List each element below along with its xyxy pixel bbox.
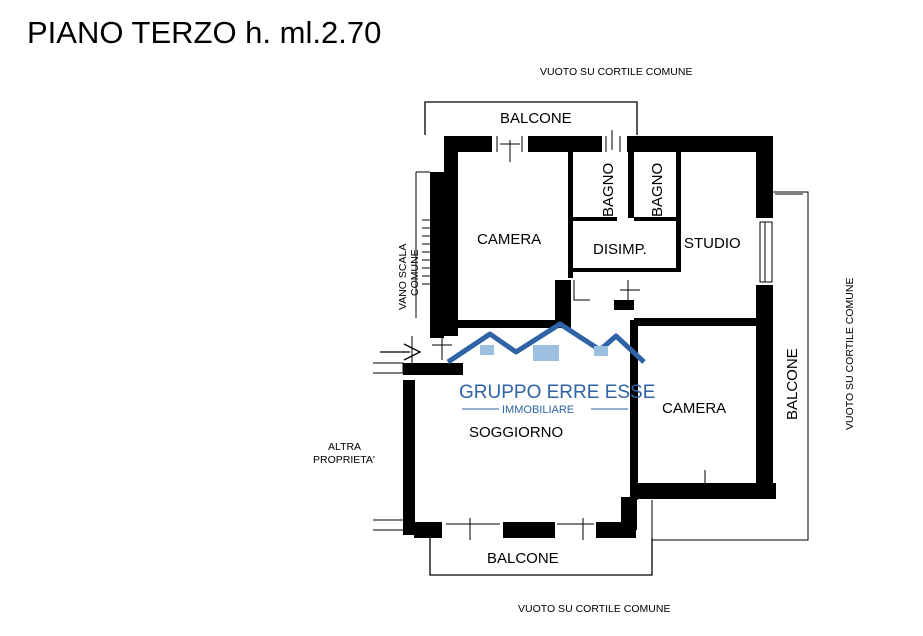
plan-title: PIANO TERZO h. ml.2.70 [27, 15, 381, 50]
room-label-soggiorno: SOGGIORNO [469, 424, 563, 441]
entrance-arrow-icon [380, 343, 422, 361]
outer-walls [373, 101, 809, 576]
logo-name: GRUPPO ERRE ESSE [459, 382, 655, 403]
room-label-camera-2: CAMERA [662, 400, 726, 417]
room-label-bagno-2: BAGNO [649, 163, 666, 217]
logo-sub: IMMOBILIARE [502, 404, 574, 416]
room-label-bagno-1: BAGNO [600, 163, 617, 217]
vuoto-right-label: VUOTO SU CORTILE COMUNE [844, 278, 856, 430]
vuoto-bottom-label: VUOTO SU CORTILE COMUNE [518, 603, 670, 615]
room-label-studio: STUDIO [684, 235, 741, 252]
room-label-balcone-bottom: BALCONE [487, 550, 559, 567]
company-logo: GRUPPO ERRE ESSE IMMOBILIARE [446, 321, 655, 416]
vano-scala-label: VANO SCALA [397, 244, 409, 310]
vano-scala-comune-label: COMUNE [409, 249, 421, 296]
room-label-balcone-right: BALCONE [784, 348, 801, 420]
altra-proprieta-label: PROPRIETA' [313, 454, 375, 466]
room-label-disimp: DISIMP. [593, 241, 647, 258]
openings [432, 130, 773, 540]
vuoto-top-label: VUOTO SU CORTILE COMUNE [540, 66, 692, 78]
room-label-balcone-top: BALCONE [500, 110, 572, 127]
inner-walls [444, 152, 756, 500]
room-label-camera-1: CAMERA [477, 231, 541, 248]
altra-label: ALTRA [328, 441, 361, 453]
